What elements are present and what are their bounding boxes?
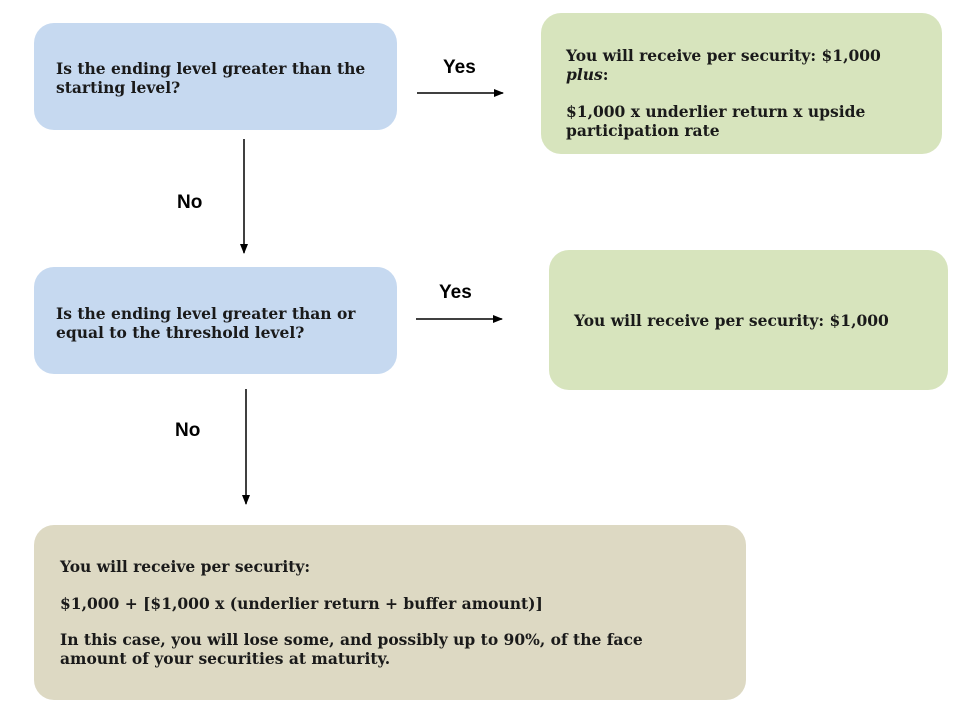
outcome-gain-line-1: You will receive per security: $1,000 pl… bbox=[566, 46, 881, 84]
question-box-1: Is the ending level greater than the sta… bbox=[34, 23, 397, 130]
question-box-2: Is the ending level greater than or equa… bbox=[34, 267, 397, 374]
plus-emphasis: plus bbox=[566, 65, 603, 84]
outcome-par-text: You will receive per security: $1,000 bbox=[574, 311, 889, 330]
outcome-loss-line-3: In this case, you will lose some, and po… bbox=[60, 630, 643, 668]
question-1-text: Is the ending level greater than the sta… bbox=[56, 59, 366, 97]
edge-label-no-1: No bbox=[177, 192, 203, 213]
outcome-box-par: You will receive per security: $1,000 bbox=[549, 250, 948, 390]
outcome-gain-line-2: $1,000 x underlier return x upside parti… bbox=[566, 102, 866, 140]
outcome-loss-line-1: You will receive per security: bbox=[60, 557, 311, 576]
outcome-box-gain: You will receive per security: $1,000 pl… bbox=[541, 13, 942, 154]
edge-label-no-2: No bbox=[175, 420, 201, 441]
edge-label-yes-1: Yes bbox=[443, 57, 476, 78]
outcome-box-loss: You will receive per security: $1,000 + … bbox=[34, 525, 746, 700]
edge-label-yes-2: Yes bbox=[439, 282, 472, 303]
question-2-text: Is the ending level greater than or equa… bbox=[56, 304, 356, 342]
outcome-loss-line-2: $1,000 + [$1,000 x (underlier return + b… bbox=[60, 594, 543, 613]
